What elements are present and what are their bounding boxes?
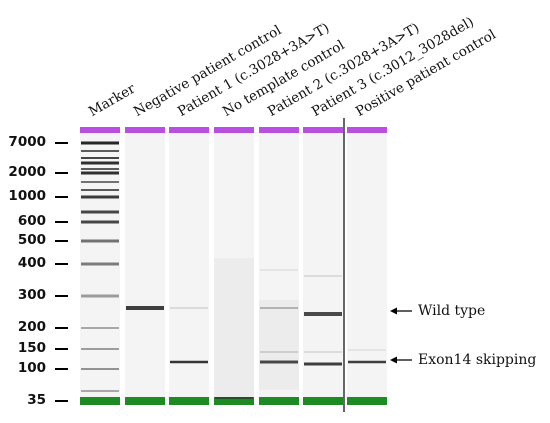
lower-marker-band [125, 397, 165, 405]
upper-marker-band [259, 127, 299, 133]
sample-band [170, 307, 208, 309]
upper-marker-band [303, 127, 343, 133]
lane-background [169, 131, 209, 400]
size-marker-label: 600 [17, 213, 46, 229]
sample-band [304, 351, 342, 353]
lower-marker-band [347, 397, 387, 405]
lower-marker-band [259, 397, 299, 405]
sample-band [304, 275, 342, 277]
lane-smear [214, 258, 254, 398]
ladder-band [81, 348, 119, 350]
sample-band [215, 397, 253, 399]
ladder-band [81, 195, 119, 199]
ladder-band [81, 239, 119, 243]
ladder-band [81, 210, 119, 214]
size-marker-label: 150 [17, 340, 46, 356]
size-marker-label: 100 [17, 360, 46, 376]
sample-band [260, 351, 298, 353]
size-marker-label: 7000 [8, 134, 46, 150]
lane-background [347, 131, 387, 400]
sample-band [170, 360, 208, 364]
ladder-band [81, 141, 119, 145]
ladder-band [81, 161, 119, 165]
size-marker-label: 300 [17, 287, 46, 303]
size-marker-label: 1000 [8, 188, 46, 204]
ladder-band [81, 150, 119, 152]
annotation-arrow-head [390, 307, 397, 315]
upper-marker-band [214, 127, 254, 133]
ladder-band [81, 262, 119, 266]
lower-marker-band [214, 397, 254, 405]
size-marker-label: 500 [17, 232, 46, 248]
ladder-band [81, 181, 119, 183]
sample-band [348, 360, 386, 364]
lane-smear [259, 300, 299, 390]
sample-band [126, 306, 164, 310]
ladder-band [81, 157, 119, 159]
ladder-band [81, 390, 119, 392]
ladder-band [81, 327, 119, 329]
lower-marker-band [169, 397, 209, 405]
exon14-skipping-label: Exon14 skipping [418, 352, 537, 368]
size-marker-label: 400 [17, 255, 46, 271]
size-marker-label: 200 [17, 319, 46, 335]
ladder-band [81, 189, 119, 191]
ladder-band [81, 168, 119, 170]
sample-band [304, 362, 342, 366]
sample-band [260, 269, 298, 271]
ladder-band [81, 294, 119, 298]
sample-band [260, 307, 298, 309]
upper-marker-band [125, 127, 165, 133]
upper-marker-band [80, 127, 120, 133]
lower-marker-band [80, 397, 120, 405]
ladder-band [81, 368, 119, 370]
lane-background [125, 131, 165, 400]
wild-type-label: Wild type [418, 303, 486, 319]
sample-band [260, 360, 298, 364]
sample-band [348, 349, 386, 351]
lower-marker-band [303, 397, 343, 405]
upper-marker-band [347, 127, 387, 133]
upper-marker-band [169, 127, 209, 133]
size-marker-label: 2000 [8, 164, 46, 180]
ladder-band [81, 220, 119, 224]
annotation-arrow-head [390, 356, 397, 364]
lane-background [303, 131, 343, 400]
size-marker-label: 35 [27, 392, 46, 408]
sample-band [304, 312, 342, 316]
ladder-band [81, 171, 119, 175]
